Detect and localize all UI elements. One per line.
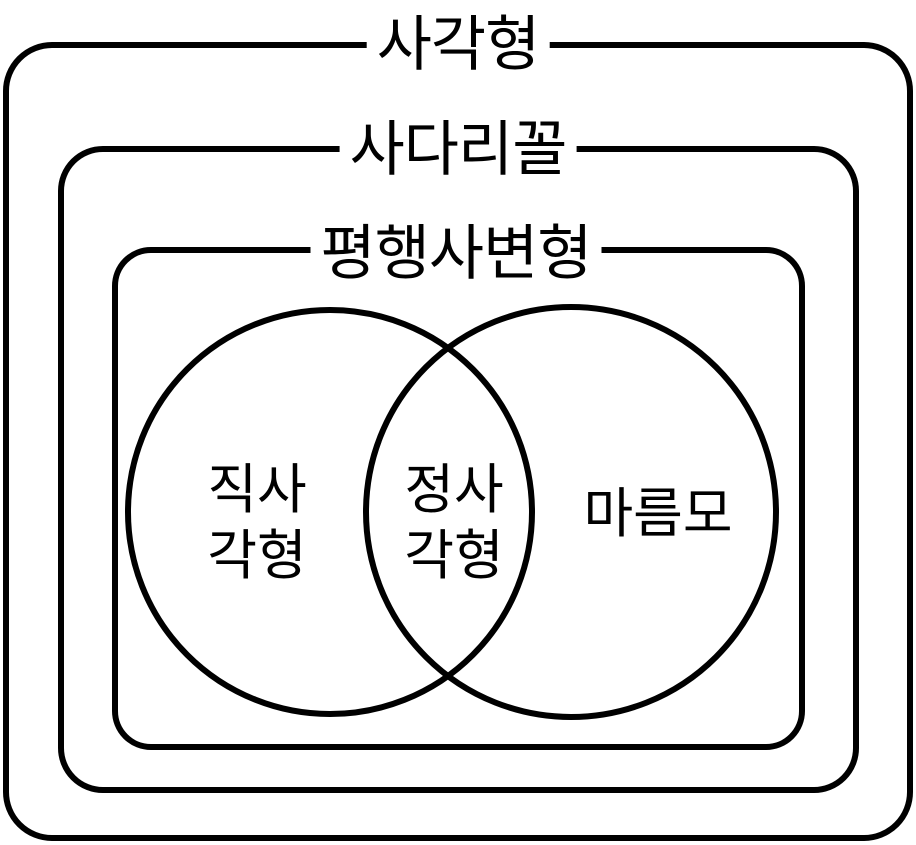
left-circle-label-line2: 각형 — [207, 524, 307, 587]
overlap-label: 정사 각형 — [384, 457, 524, 589]
inner-box-label: 평행사변형 — [310, 224, 602, 284]
left-circle-label-line1: 직사 — [207, 458, 307, 522]
middle-box-label: 사다리꼴 — [339, 120, 577, 180]
overlap-label-line1: 정사 — [404, 458, 504, 522]
right-circle-label: 마름모 — [583, 482, 733, 546]
overlap-label-line2: 각형 — [404, 524, 504, 587]
outer-box-label: 사각형 — [366, 15, 550, 75]
right-circle-rhombus — [363, 304, 779, 720]
left-circle-rectangle — [125, 307, 535, 717]
left-circle-label: 직사 각형 — [187, 457, 327, 589]
